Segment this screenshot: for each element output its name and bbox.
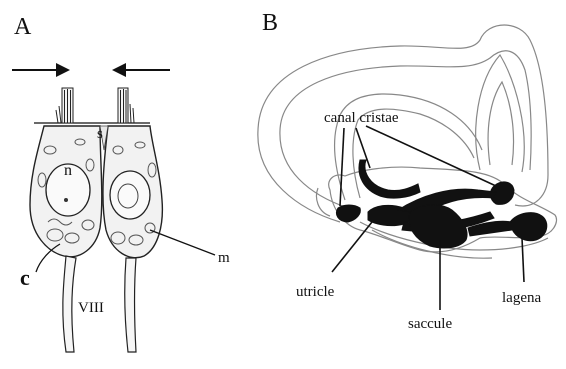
label-saccule: saccule (408, 316, 452, 332)
hair-cell-right (103, 126, 162, 258)
panel-a-letter: A (14, 14, 32, 40)
panel-b: B (258, 10, 557, 332)
panel-b-letter: B (262, 10, 278, 36)
label-n: n (64, 162, 72, 179)
hair-bundle-right (118, 88, 134, 123)
nucleus-right (110, 171, 150, 219)
label-lagena: lagena (502, 290, 541, 306)
m-leader-line (150, 230, 215, 255)
label-c: c (20, 265, 30, 290)
label-m: m (218, 250, 230, 266)
sensory-epithelia (336, 160, 546, 248)
label-viii: VIII (78, 300, 104, 316)
label-canal-cristae: canal cristae (324, 110, 399, 126)
left-arrow-icon (12, 63, 70, 77)
label-s: s (97, 126, 103, 142)
label-utricle: utricle (296, 284, 335, 300)
hair-cell-left (30, 126, 102, 257)
right-arrow-icon (112, 63, 170, 77)
hair-bundle-left (56, 88, 73, 123)
panel-a: A (12, 14, 230, 352)
